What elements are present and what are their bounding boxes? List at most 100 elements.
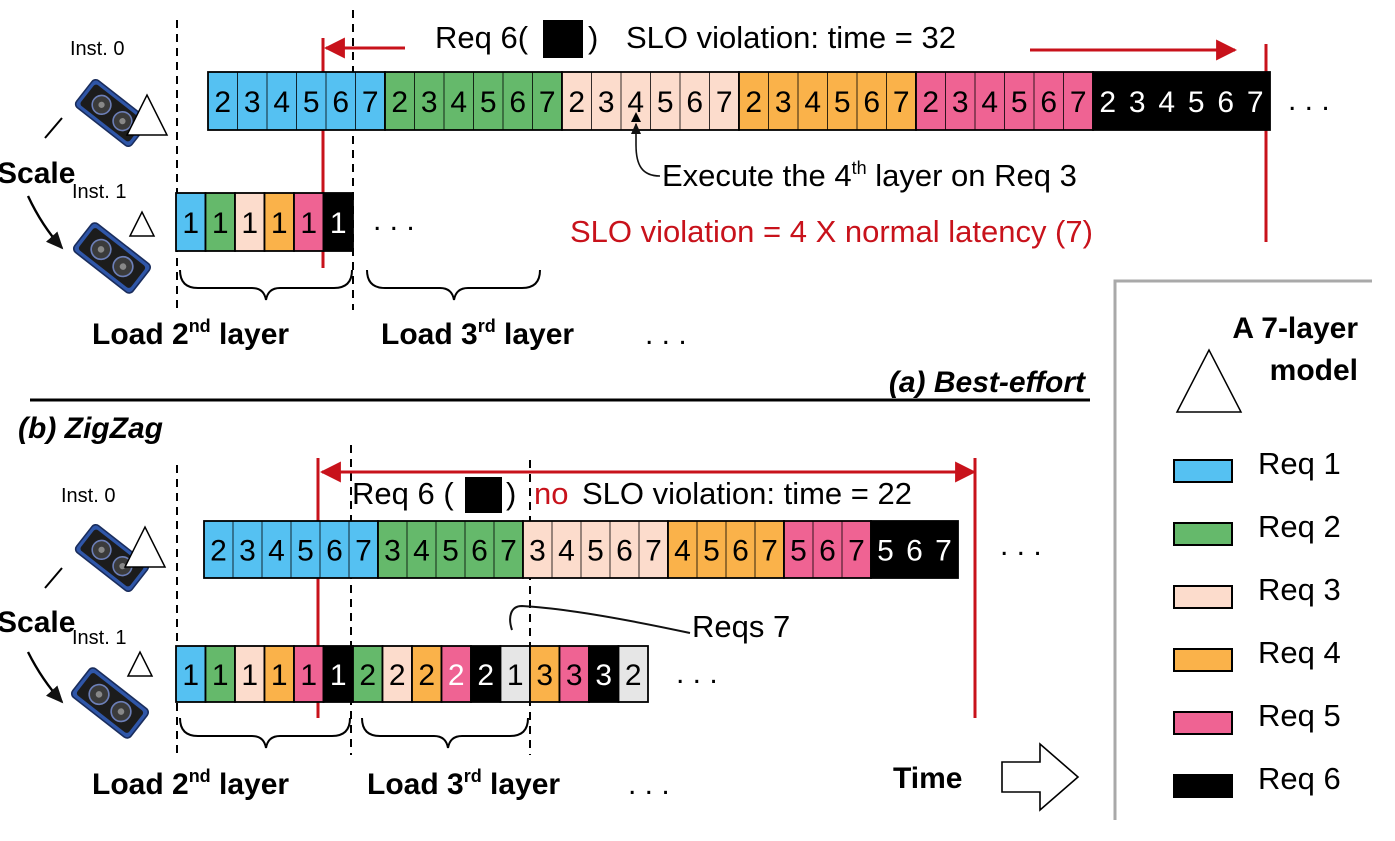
- req6-segment: [588, 645, 620, 703]
- inst0-label: Inst. 0: [70, 38, 124, 60]
- reqs7-note: Reqs 7: [692, 609, 790, 644]
- scale-slash: [44, 117, 63, 139]
- layer-block-label: 6: [686, 86, 703, 119]
- trailing-dots: . . .: [1288, 84, 1330, 117]
- scale-arrow: [26, 651, 64, 704]
- trailing-dots: . . .: [373, 204, 415, 237]
- req6-close: ): [588, 20, 598, 55]
- layer-block-label: 3: [239, 535, 256, 568]
- layer-block-label: 4: [981, 86, 998, 119]
- layer-block-label: 5: [657, 86, 674, 119]
- legend-label: Req 2: [1258, 509, 1341, 544]
- legend-label: Req 1: [1258, 446, 1341, 481]
- layer-block-label: 5: [790, 535, 807, 568]
- triangle-model-icon: [125, 93, 169, 136]
- layer-block-label: 3: [421, 86, 438, 119]
- layer-block-label: 4: [268, 535, 285, 568]
- layer-block-label: 3: [775, 86, 792, 119]
- legend-label: Req 3: [1258, 572, 1341, 607]
- req2-segment: [352, 645, 384, 703]
- layer-block-label: 6: [1040, 86, 1057, 119]
- load-3rd-layer-label: Load 3rd layer: [381, 316, 574, 351]
- layer-block-label: 7: [645, 535, 662, 568]
- req5-segment: [783, 520, 872, 579]
- layer-block-label: 3: [595, 659, 612, 692]
- layer-block-label: 6: [819, 535, 836, 568]
- layer-block-label: 4: [1158, 86, 1175, 119]
- req6-segment: [322, 192, 354, 252]
- legend-swatch: [1173, 522, 1233, 546]
- legend-swatch: [1173, 774, 1233, 798]
- scale-label: Scale: [0, 157, 75, 190]
- layer-block-label: 3: [1129, 86, 1146, 119]
- legend-swatch: [1173, 711, 1233, 735]
- layer-block-label: 6: [471, 535, 488, 568]
- req6-segment: [470, 645, 502, 703]
- layer-block-label: 1: [182, 207, 199, 240]
- load-2nd-layer-label: Load 2nd layer: [92, 766, 289, 801]
- layer-block-label: 2: [359, 659, 376, 692]
- req2-segment: [204, 192, 236, 252]
- layer-block-label: 4: [558, 535, 575, 568]
- legend-swatch: [1173, 459, 1233, 483]
- layer-block-label: 7: [848, 535, 865, 568]
- triangle-model-icon: [123, 525, 167, 568]
- inst0-label: Inst. 0: [61, 485, 115, 507]
- layer-block-label: 7: [761, 535, 778, 568]
- layer-block-label: 1: [507, 659, 524, 692]
- layer-block-label: 2: [214, 86, 231, 119]
- layer-block-label: 1: [300, 207, 317, 240]
- layer-block-label: 4: [804, 86, 821, 119]
- panel-b-caption: (b) ZigZag: [18, 412, 163, 445]
- load-brace: [179, 717, 351, 749]
- layer-block-label: 2: [625, 659, 642, 692]
- slo-violation-label: SLO violation: time = 22: [582, 476, 912, 511]
- legend-label: Req 5: [1258, 698, 1341, 733]
- gpu-card-icon: [70, 667, 150, 739]
- layer-block-label: 7: [1070, 86, 1087, 119]
- time-label: Time: [893, 762, 962, 795]
- triangle-model-icon: [126, 650, 154, 677]
- triangle-model-icon: [1175, 348, 1243, 413]
- trailing-dots: . . .: [1000, 529, 1042, 562]
- layer-block-label: 1: [330, 207, 347, 240]
- layer-block-label: 5: [587, 535, 604, 568]
- slo-violation-note: SLO violation = 4 X normal latency (7): [570, 214, 1093, 249]
- layer-block-label: 1: [182, 659, 199, 692]
- req3-segment: [522, 520, 669, 579]
- layer-block-label: 3: [536, 659, 553, 692]
- layer-block-label: 7: [355, 535, 372, 568]
- legend-border: [1113, 279, 1372, 820]
- layer-block-label: 2: [389, 659, 406, 692]
- layer-block-label: 1: [212, 659, 229, 692]
- gpu-card-icon: [74, 523, 150, 593]
- layer-block-label: 1: [330, 659, 347, 692]
- layer-block-label: 4: [627, 86, 644, 119]
- layer-block-label: 2: [1099, 86, 1116, 119]
- inst1-label: Inst. 1: [72, 627, 126, 649]
- load-3rd-layer-label: Load 3rd layer: [367, 766, 560, 801]
- req5-segment: [293, 192, 325, 252]
- layer-block-label: 5: [834, 86, 851, 119]
- layer-block-label: 5: [297, 535, 314, 568]
- layer-block-label: 3: [529, 535, 546, 568]
- req1-segment: [175, 192, 207, 252]
- layer-block-label: 7: [1247, 86, 1264, 119]
- load-2nd-layer-label: Load 2nd layer: [92, 316, 289, 351]
- layer-block-label: 5: [303, 86, 320, 119]
- req6-label: Req 6(: [435, 20, 529, 55]
- layer-block-label: 5: [1011, 86, 1028, 119]
- layer-block-label: 2: [922, 86, 939, 119]
- layer-block-label: 7: [539, 86, 556, 119]
- req6-swatch: [465, 477, 502, 513]
- layer-block-label: 1: [212, 207, 229, 240]
- layer-block-label: 1: [300, 659, 317, 692]
- layer-block-label: 3: [244, 86, 261, 119]
- inst1-label: Inst. 1: [72, 181, 126, 203]
- triangle-model-icon: [128, 210, 156, 237]
- req5-segment: [440, 645, 472, 703]
